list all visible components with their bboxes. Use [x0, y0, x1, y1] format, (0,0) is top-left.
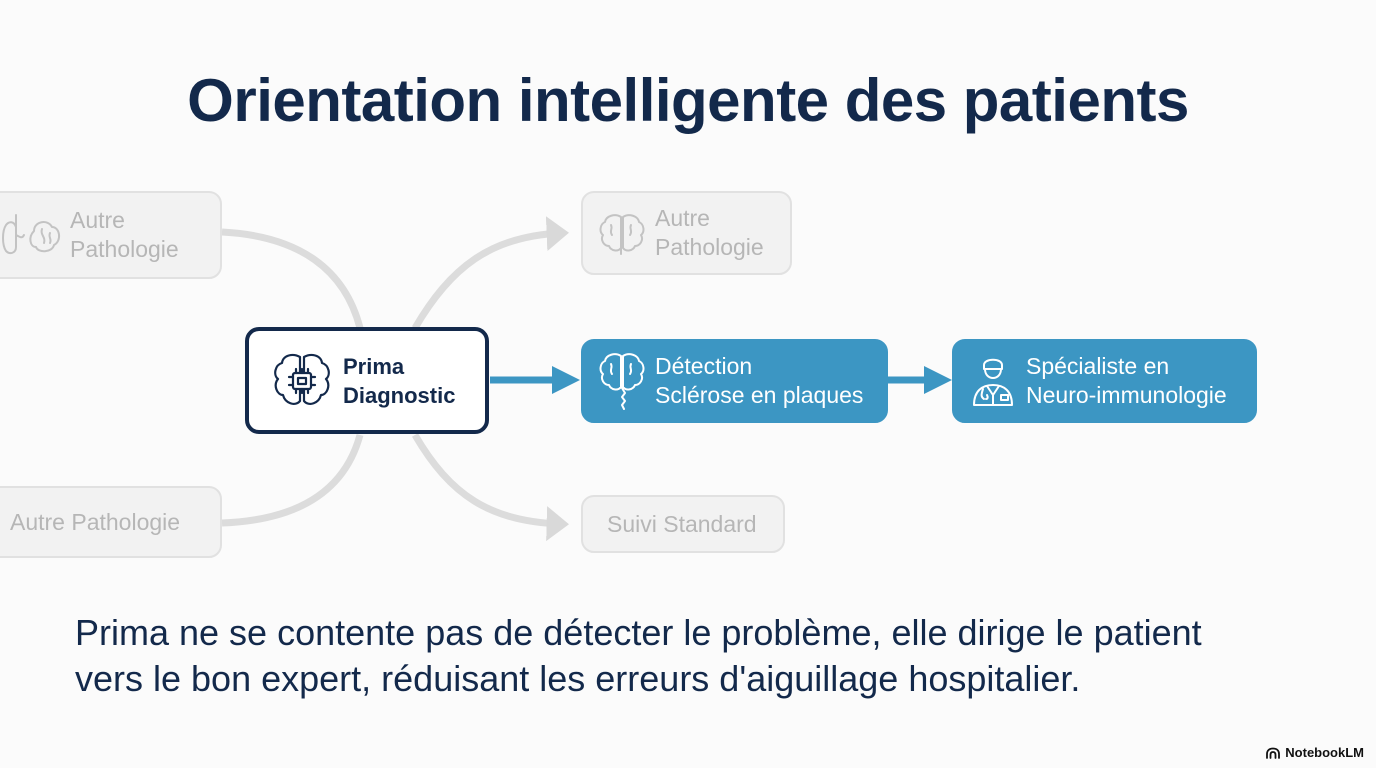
notebooklm-logo-icon	[1266, 747, 1281, 759]
doctor-icon	[973, 358, 1013, 406]
caption-text: Prima ne se contente pas de détecter le …	[75, 610, 1335, 702]
lungs-brain-icon	[2, 214, 60, 255]
node-specialist-neuro-immunology: Spécialiste en Neuro-immunologie	[952, 339, 1257, 423]
node-detection-label: Détection Sclérose en plaques	[655, 353, 864, 408]
node-bottom-left-label: Autre Pathologie	[10, 508, 181, 535]
node-standard-follow-up: Suivi Standard	[581, 495, 785, 553]
brain-icon	[599, 214, 645, 255]
node-detection-ms: Détection Sclérose en plaques	[581, 339, 888, 423]
connector-hub-to-top-right	[411, 216, 569, 330]
node-prima-diagnostic-label: Prima Diagnostic	[343, 353, 456, 408]
connector-detection-to-specialist	[888, 366, 952, 394]
node-top-left-label: Autre Pathologie	[70, 207, 179, 262]
brain-spine-icon	[599, 353, 645, 410]
brain-chip-icon	[274, 353, 330, 405]
node-bottom-left-other-pathology: Autre Pathologie	[0, 486, 222, 558]
notebooklm-badge: NotebookLM	[1265, 745, 1364, 760]
node-top-right-label: Autre Pathologie	[655, 205, 764, 260]
connector-hub-to-bottom-right	[411, 433, 569, 542]
page-title: Orientation intelligente des patients	[187, 67, 1189, 134]
connector-hub-to-detection	[490, 366, 580, 394]
caption-line-2: vers le bon expert, réduisant les erreur…	[75, 658, 1081, 699]
node-top-left-other-pathology: Autre Pathologie	[0, 191, 222, 279]
node-top-right-other-pathology: Autre Pathologie	[581, 191, 792, 275]
connector-bottom-left-to-hub	[221, 434, 364, 527]
node-standard-follow-up-label: Suivi Standard	[607, 510, 757, 537]
node-specialist-label: Spécialiste en Neuro-immunologie	[1026, 353, 1227, 408]
caption-line-1: Prima ne se contente pas de détecter le …	[75, 612, 1202, 653]
notebooklm-label: NotebookLM	[1285, 745, 1364, 760]
connector-top-left-to-hub	[221, 228, 364, 329]
node-prima-diagnostic: Prima Diagnostic	[245, 327, 489, 434]
